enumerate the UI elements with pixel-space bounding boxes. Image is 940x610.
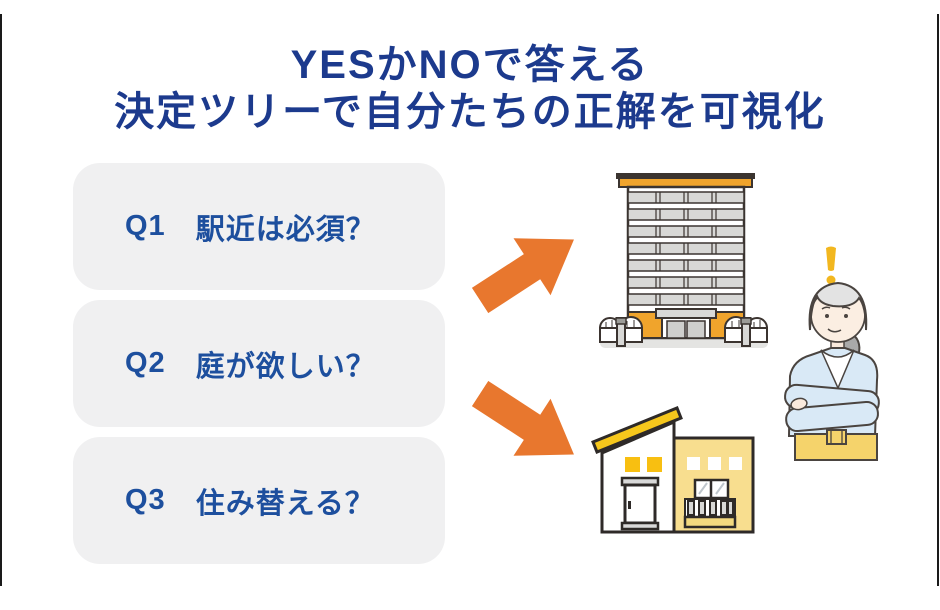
title-line-1: YESかNOで答える bbox=[290, 43, 650, 87]
woman-hair bbox=[808, 281, 868, 331]
building-window-mullions bbox=[655, 192, 717, 305]
question-2-number: Q2 bbox=[125, 347, 166, 379]
building-entrance-canopy bbox=[655, 308, 717, 319]
question-box-1: Q1 駅近は必須？ bbox=[73, 163, 445, 290]
question-1-number: Q1 bbox=[125, 210, 166, 242]
woman-figure bbox=[784, 281, 880, 461]
title-line-2: 決定ツリーで自分たちの正解を可視化 bbox=[114, 90, 826, 135]
house-door bbox=[620, 476, 660, 531]
question-3-label: 住み替える？ bbox=[195, 487, 375, 520]
question-2-label: 庭が欲しい？ bbox=[195, 350, 376, 383]
woman-belt bbox=[826, 429, 847, 445]
building-bushes-left bbox=[598, 316, 644, 347]
arrow-up-right-icon bbox=[471, 238, 574, 314]
woman-face-features bbox=[821, 306, 851, 333]
question-box-3: Q3 住み替える？ bbox=[73, 437, 445, 564]
woman-crossed-arms bbox=[784, 383, 880, 433]
house-illustration bbox=[591, 406, 755, 534]
building-door-panel-right bbox=[686, 320, 706, 339]
house-right-windows bbox=[687, 457, 742, 470]
house-roof bbox=[591, 406, 683, 454]
left-border-line bbox=[0, 14, 2, 586]
question-box-2: Q2 庭が欲しい？ bbox=[73, 300, 445, 427]
woman-vneck bbox=[820, 349, 855, 390]
building-bushes-right bbox=[723, 316, 769, 347]
house-structure bbox=[591, 406, 755, 534]
exclamation-icon bbox=[826, 246, 836, 285]
page-title: YESかNOで答える 決定ツリーで自分たちの正解を可視化 bbox=[0, 42, 940, 136]
right-border-line bbox=[937, 14, 939, 586]
apartment-building-illustration bbox=[598, 173, 769, 348]
house-left-windows bbox=[625, 457, 662, 472]
building-window-bands bbox=[627, 191, 745, 306]
house-balcony bbox=[683, 478, 737, 529]
building-door-panel-left bbox=[666, 320, 686, 339]
woman-pants bbox=[794, 429, 878, 461]
building-roof-cap bbox=[616, 173, 755, 179]
question-3-number: Q3 bbox=[125, 484, 166, 516]
woman-illustration bbox=[784, 246, 880, 461]
building-roof-band bbox=[618, 177, 753, 188]
building-structure bbox=[598, 173, 769, 347]
arrow-down-right-icon bbox=[471, 380, 574, 456]
question-1-label: 駅近は必須？ bbox=[195, 213, 376, 246]
